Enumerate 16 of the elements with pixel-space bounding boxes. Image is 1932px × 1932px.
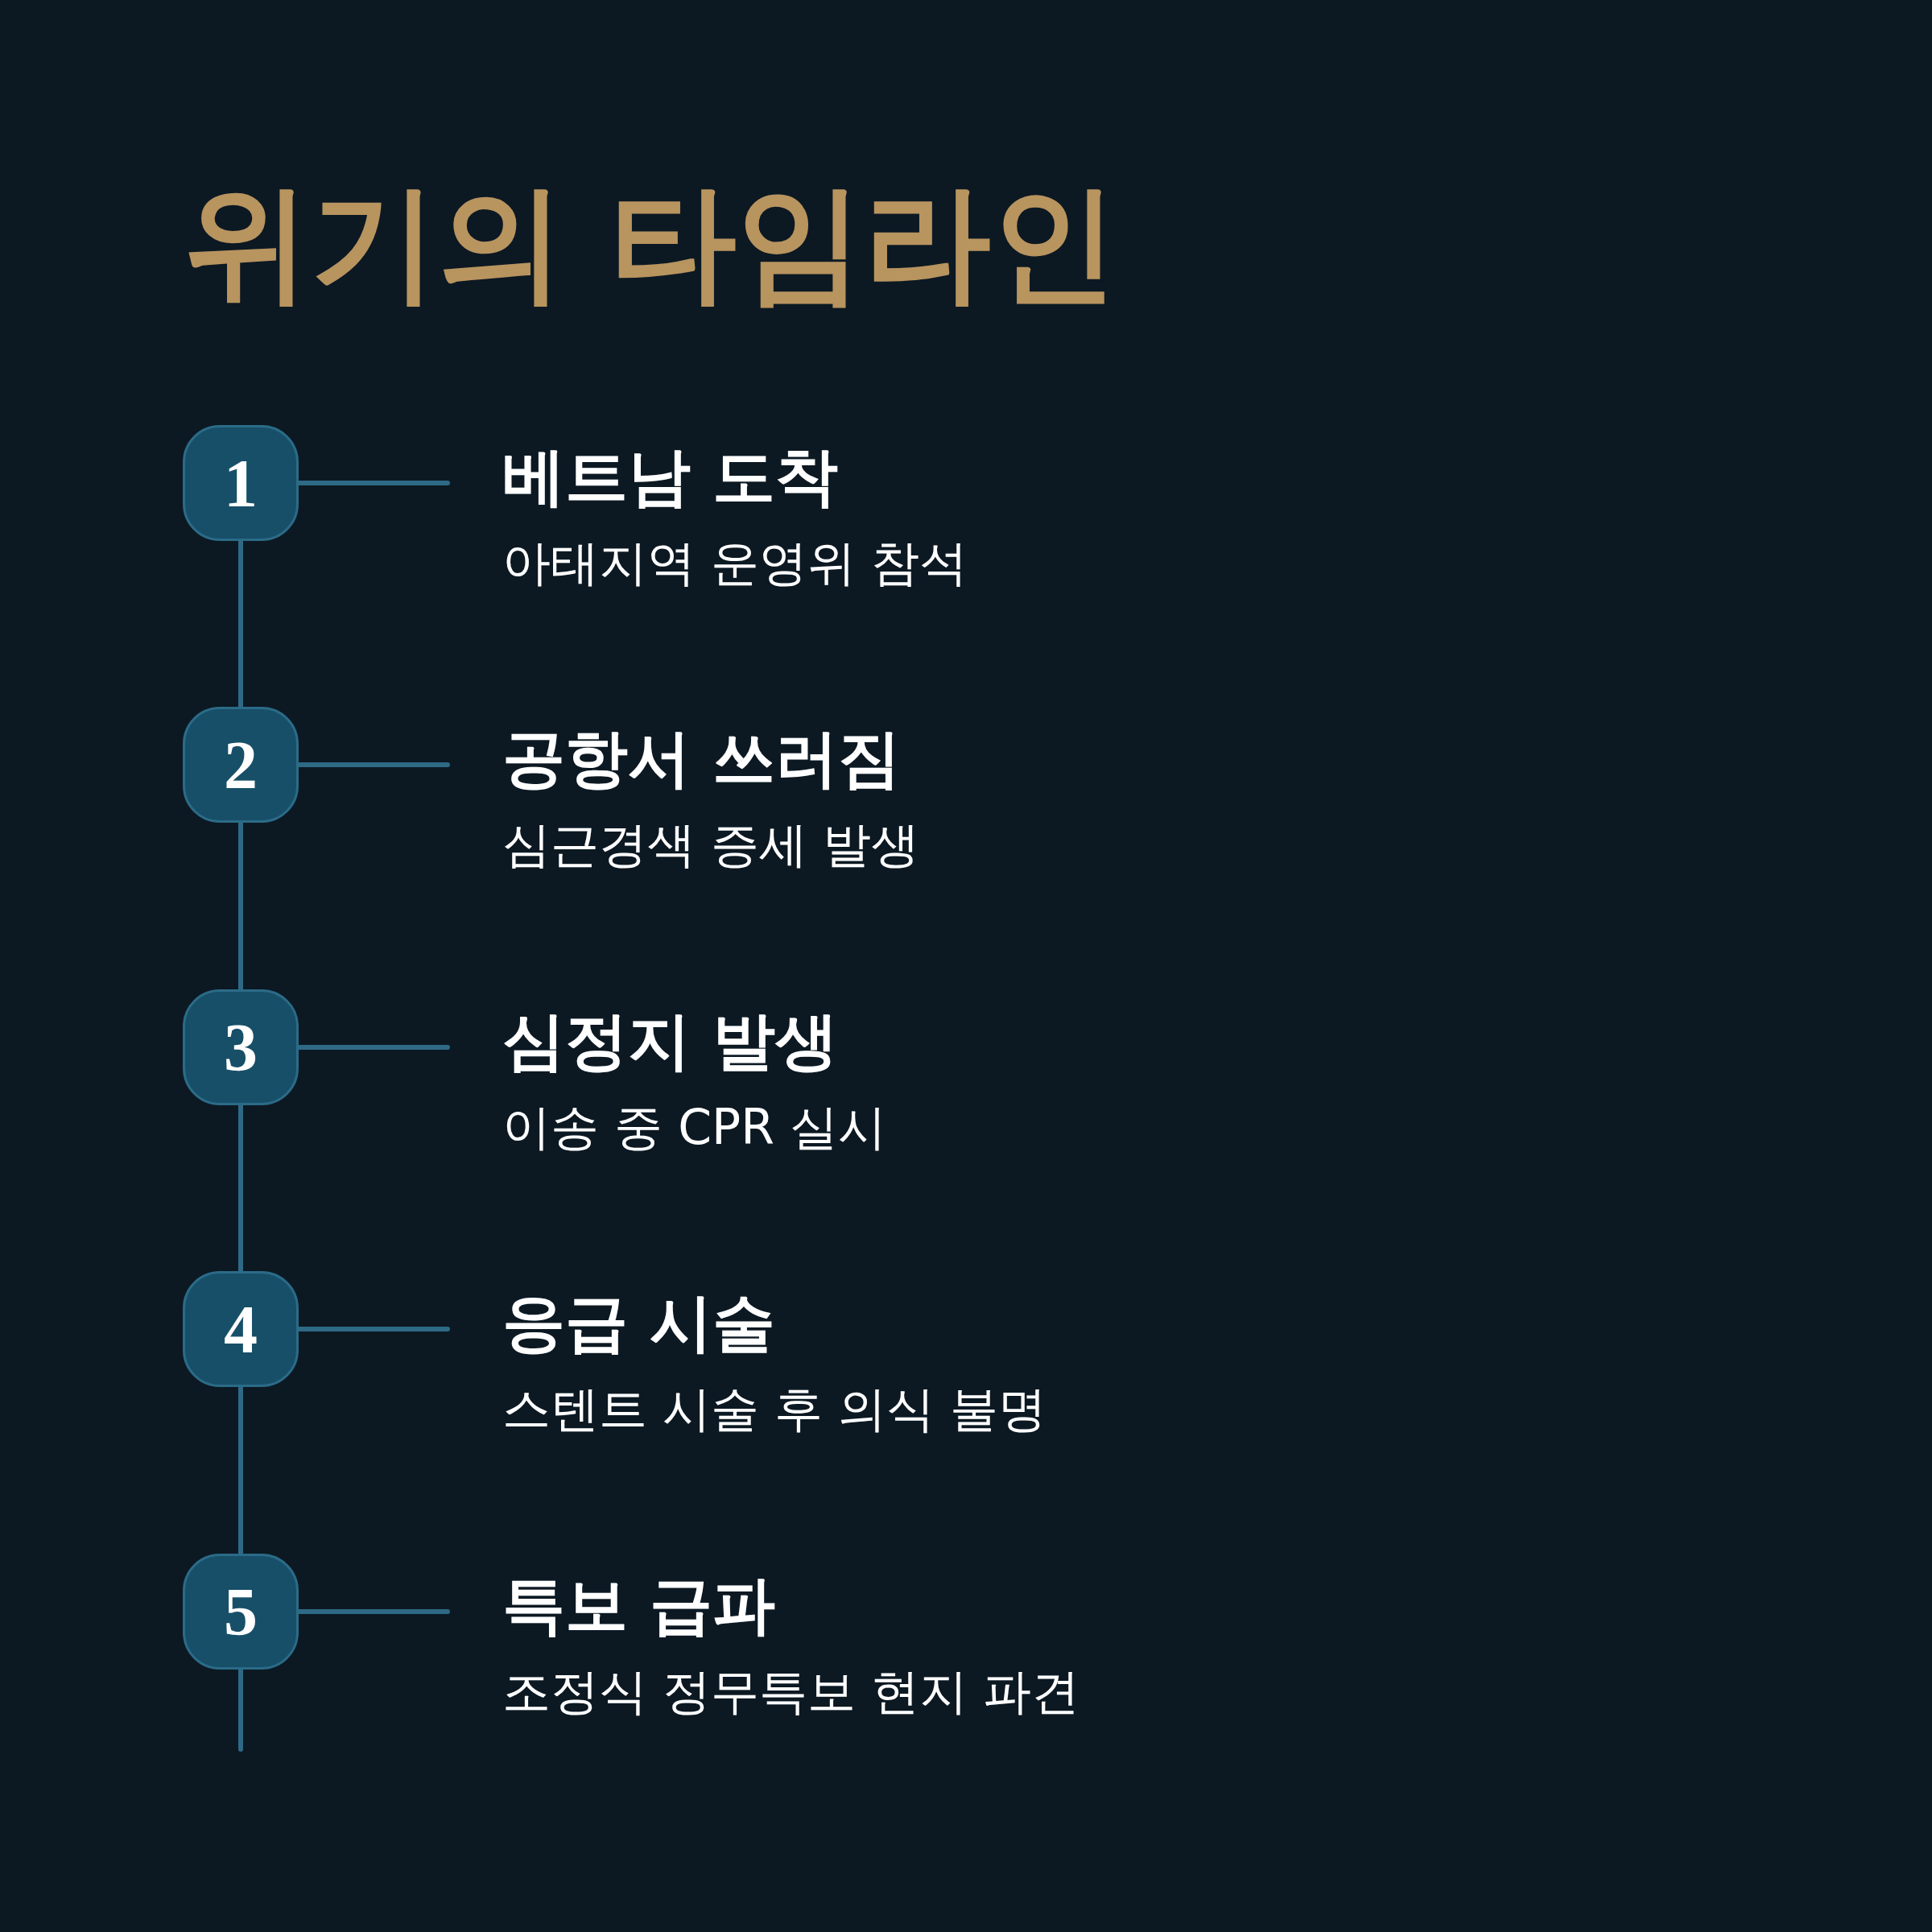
number-badge: 3: [183, 989, 299, 1105]
number-badge: 2: [183, 707, 299, 823]
number-badge: 1: [183, 425, 299, 541]
number-badge: 5: [183, 1554, 299, 1670]
step-description: 아태지역 운영위 참석: [502, 535, 968, 589]
step-description: 심근경색 증세 발생: [502, 817, 920, 871]
step-heading: 심정지 발생: [502, 1007, 840, 1076]
step-heading: 응급 시술: [502, 1289, 777, 1358]
number-badge: 4: [183, 1271, 299, 1387]
step-description: 조정식 정무특보 현지 파견: [502, 1664, 1080, 1718]
step-description: 이송 중 CPR 실시: [502, 1100, 886, 1154]
step-heading: 특보 급파: [502, 1571, 777, 1641]
step-heading: 공항서 쓰러짐: [502, 724, 902, 794]
step-heading: 베트남 도착: [502, 443, 840, 512]
title: 위기의 타임라인: [184, 173, 1118, 313]
step-description: 스텐트 시술 후 의식 불명: [502, 1381, 1047, 1435]
